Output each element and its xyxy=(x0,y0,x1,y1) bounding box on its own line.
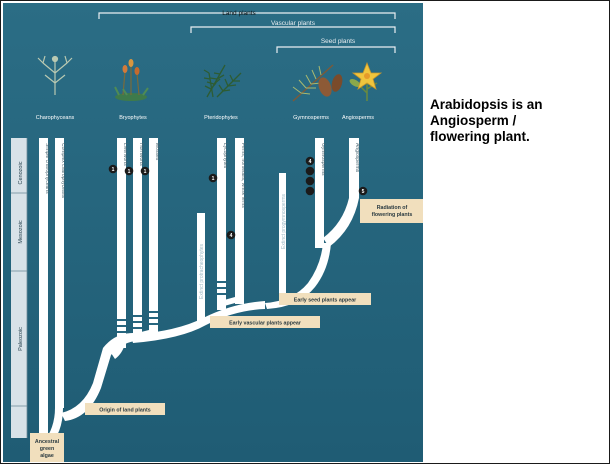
lineage-simple-charophyceans: Simple charophyceans xyxy=(44,143,50,194)
group-bryophytes: Bryophytes xyxy=(119,115,147,121)
group-angiosperms: Angiosperms xyxy=(342,115,374,121)
event-early-seed: Early seed plants appear xyxy=(279,293,371,305)
svg-text:1: 1 xyxy=(128,169,131,175)
caption-line-1: Arabidopsis is an xyxy=(430,97,600,113)
era-column: Cenozoic Mesozoic Paleozoic xyxy=(11,138,27,438)
marker-hornworts: 1 xyxy=(125,167,134,176)
era-mesozoic: Mesozoic xyxy=(18,220,24,243)
svg-text:Early vascular plants appear: Early vascular plants appear xyxy=(229,321,301,327)
event-origin-land: Origin of land plants xyxy=(85,403,165,415)
svg-text:1: 1 xyxy=(212,176,215,182)
svg-text:5: 5 xyxy=(362,189,365,195)
marker-liverworts: 1 xyxy=(109,165,118,174)
marker-ferns: 4 xyxy=(227,231,236,240)
group-charophyceans: Charophyceans xyxy=(36,115,75,121)
lineage-angiosperms: Angiosperms xyxy=(354,143,360,173)
lineage-liverworts: Liverworts xyxy=(122,143,128,166)
group-pteridophytes: Pteridophytes xyxy=(204,115,238,121)
svg-text:1: 1 xyxy=(144,169,147,175)
lineage-extinct-progymnosperms: Extinct progymnosperms xyxy=(281,193,287,249)
svg-text:Origin of land plants: Origin of land plants xyxy=(99,408,151,414)
figure-background xyxy=(3,3,423,462)
lineage-lycophytes: Lycophytes xyxy=(222,143,228,169)
lineage-extinct-protracheophytes: Extinct protracheophytes xyxy=(199,243,205,299)
lineage-ferns: Ferns, horsetails, whisk ferns xyxy=(240,143,246,208)
era-cenozoic: Cenozoic xyxy=(18,161,24,184)
svg-text:Early seed plants appear: Early seed plants appear xyxy=(294,298,356,304)
lineage-hornworts: Hornworts xyxy=(138,143,144,166)
event-early-vascular: Early vascular plants appear xyxy=(210,316,320,328)
marker-angiosperms: 5 xyxy=(359,187,368,196)
bracket-seed-plants-label: Seed plants xyxy=(321,38,356,45)
caption-line-3: flowering plant. xyxy=(430,129,600,145)
lineage-mosses: Mosses xyxy=(154,143,160,161)
svg-text:1: 1 xyxy=(112,167,115,173)
era-paleozoic: Paleozoic xyxy=(18,327,24,351)
bracket-land-plants-label: Land plants xyxy=(222,10,256,17)
svg-text:4: 4 xyxy=(309,159,312,165)
phylogeny-figure: Land plants Vascular plants Seed plants xyxy=(3,3,423,462)
marker-lycophytes: 1 xyxy=(209,174,218,183)
lineage-complex-charophyceans: Complex charophyceans xyxy=(60,143,66,199)
caption-line-2: Angiosperm / xyxy=(430,113,600,129)
group-gymnosperms: Gymnosperms xyxy=(293,115,329,121)
lineage-gymnosperms: Gymnosperms xyxy=(320,143,326,176)
caption: Arabidopsis is an Angiosperm / flowering… xyxy=(430,97,600,145)
bracket-vascular-plants-label: Vascular plants xyxy=(271,20,316,27)
svg-text:4: 4 xyxy=(230,233,233,239)
marker-mosses: 1 xyxy=(141,167,150,176)
